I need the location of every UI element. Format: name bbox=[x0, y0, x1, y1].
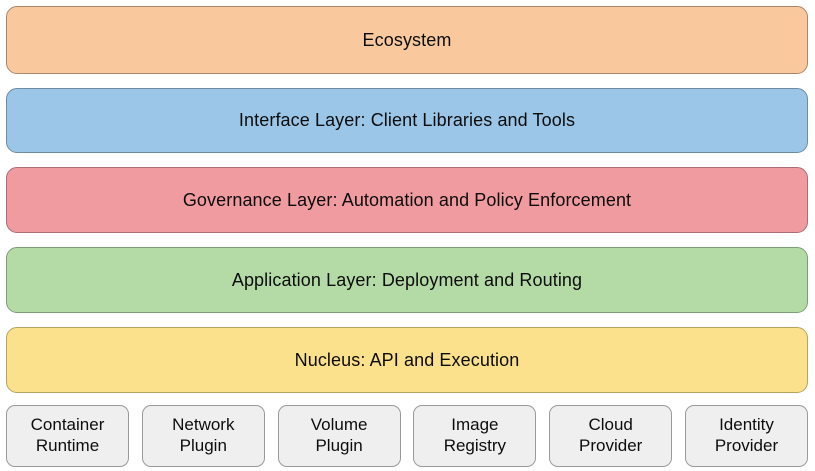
component-label-line1: Network bbox=[172, 415, 235, 435]
component-label-line1: Image bbox=[451, 415, 499, 435]
layer-application: Application Layer: Deployment and Routin… bbox=[6, 247, 808, 313]
component-label-line2: Provider bbox=[579, 436, 643, 455]
component-identity-provider: Identity Provider bbox=[684, 405, 808, 467]
component-label-line1: Volume bbox=[310, 415, 368, 435]
layer-nucleus: Nucleus: API and Execution bbox=[6, 327, 808, 393]
component-cloud-provider: Cloud Provider bbox=[549, 405, 673, 467]
layer-label: Nucleus: API and Execution bbox=[294, 349, 520, 370]
layer-ecosystem: Ecosystem bbox=[6, 6, 808, 74]
layer-label: Interface Layer: Client Libraries and To… bbox=[238, 110, 576, 131]
layer-label: Application Layer: Deployment and Routin… bbox=[231, 269, 583, 290]
component-network-plugin: Network Plugin bbox=[141, 405, 265, 467]
component-label-line2: Registry bbox=[443, 436, 507, 455]
layer-interface: Interface Layer: Client Libraries and To… bbox=[6, 88, 808, 153]
component-label-line2: Provider bbox=[714, 436, 779, 455]
component-label-line2: Plugin bbox=[179, 436, 227, 455]
component-image-registry: Image Registry bbox=[413, 405, 537, 467]
component-label-line2: Runtime bbox=[35, 436, 100, 455]
component-volume-plugin: Volume Plugin bbox=[277, 405, 401, 467]
component-row: Container Runtime Network Plugin Volume … bbox=[6, 405, 808, 467]
component-label-line2: Plugin bbox=[315, 436, 363, 455]
component-label-line1: Container bbox=[30, 415, 105, 435]
layer-label: Governance Layer: Automation and Policy … bbox=[182, 189, 632, 210]
component-label-line1: Identity bbox=[719, 415, 774, 435]
layer-label: Ecosystem bbox=[362, 29, 452, 50]
layer-governance: Governance Layer: Automation and Policy … bbox=[6, 167, 808, 233]
component-label-line1: Cloud bbox=[588, 415, 633, 435]
component-container-runtime: Container Runtime bbox=[6, 405, 129, 467]
